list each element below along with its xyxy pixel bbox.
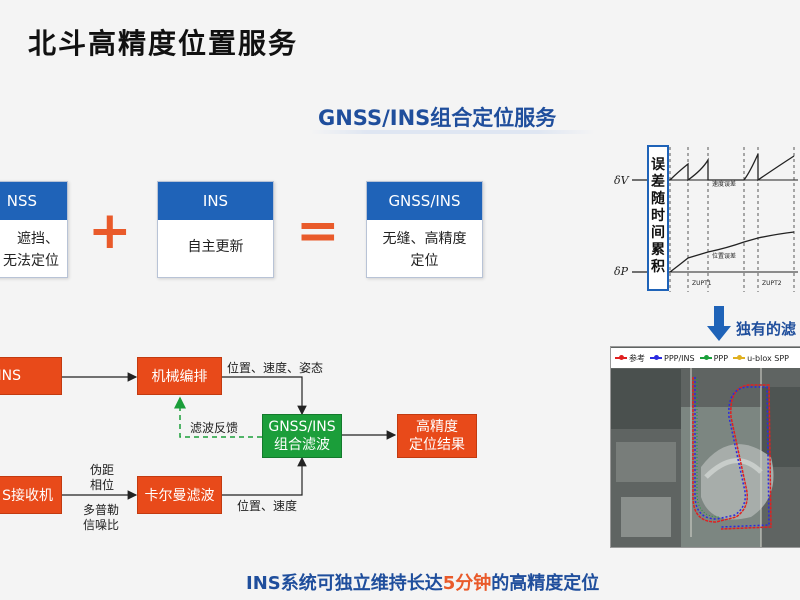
label-pos-vel-att: 位置、速度、姿态 [227,361,324,375]
arrow-feedback [174,396,262,438]
label-phase: 相位 [90,478,115,492]
gnss-ins-card-line2: 定位 [410,253,439,269]
legend-label-ublox: u-blox SPP [747,353,789,363]
kalman-filter-box: 卡尔曼滤波 [137,476,222,514]
legend-label-ppp: PPP [713,353,729,363]
legend-label-ppp-ins: PPP/INS [664,353,695,363]
label-doppler: 多普勒 [83,503,120,517]
receiver-box: S接收机 [0,476,62,514]
gnss-card-line2: 无法定位 [3,253,59,269]
gnss-ins-card-body: 无缝、高精度 定位 [367,220,482,272]
caption-suffix: 的高精度定位 [491,573,600,594]
small-label-top: 速度误差 [712,180,736,188]
arrow-mech-to-filter [222,376,307,416]
result-box: 高精度 定位结果 [397,414,477,458]
legend-item-ppp: PPP [699,353,729,363]
caption-highlight: 5分钟 [442,573,492,594]
down-arrow-icon [707,306,731,341]
filter-box-line2: 组合滤波 [274,437,330,453]
gnss-card-head: NSS [0,182,67,220]
caption-prefix: INS系统可独立维持长达 [246,573,443,594]
result-box-line2: 定位结果 [409,437,465,453]
mechanization-box: 机械编排 [137,357,222,395]
dp-label: δP [614,265,629,278]
subtitle: GNSS/INS组合定位服务 [318,106,557,130]
small-label-bottom: 位置误差 [712,252,736,260]
bottom-caption: INS系统可独立维持长达5分钟的高精度定位 [246,569,599,595]
gnss-card-line1: 遮挡、 [17,231,59,247]
dv-label: δV [614,174,630,187]
map-image [611,347,800,547]
ins-card-head: INS [158,182,273,220]
ins-flow-box: INS [0,357,62,395]
label-snr: 信噪比 [83,518,120,532]
gnss-card-body: 遮挡、 无法定位 [0,220,67,272]
legend-item-ublox: u-blox SPP [733,354,789,363]
gnss-ins-card-line1: 无缝、高精度 [382,231,467,247]
label-pos-vel: 位置、速度 [237,499,298,513]
gnss-card: NSS 遮挡、 无法定位 [0,181,68,278]
position-error-curve [632,231,795,273]
filter-box-line1: GNSS/INS [268,419,336,435]
plus-sign: + [88,201,132,261]
legend-item-reference: 参考 [615,353,645,364]
arrow-kalman-to-filter [222,456,307,496]
label-pseudorange: 伪距 [90,463,115,477]
legend-label-reference: 参考 [629,353,645,363]
trajectory-ref [692,377,772,530]
ins-card: INS 自主更新 [157,181,274,278]
ins-card-body: 自主更新 [187,239,244,255]
error-accumulation-graph: δV δP 速度误差 位置误差 ZUPT1 ZUPT2 [614,147,798,292]
subtitle-underline [310,130,595,134]
zupt-label-1: ZUPT1 [692,280,712,287]
label-feedback: 滤波反馈 [190,421,239,435]
result-box-line1: 高精度 [416,419,458,435]
unique-filter-label: 独有的滤 [736,320,797,338]
zupt-label-2: ZUPT2 [762,280,782,287]
equals-sign: = [296,201,340,261]
gnss-ins-card: GNSS/INS 无缝、高精度 定位 [366,181,483,278]
page-title: 北斗高精度位置服务 [28,27,299,60]
velocity-error-curve [632,153,795,182]
gnss-ins-filter-box: GNSS/INS 组合滤波 [262,414,342,458]
trajectory-ppp [696,379,720,518]
trajectory-map [610,346,800,548]
trajectory-ppp-ins [694,377,770,528]
map-legend: 参考 PPP/INS PPP u-blox SPP [611,348,800,368]
legend-item-ppp-ins: PPP/INS [650,354,695,363]
gnss-ins-card-head: GNSS/INS [367,182,482,220]
error-accumulation-label: 误差随时间累积 [647,145,669,291]
